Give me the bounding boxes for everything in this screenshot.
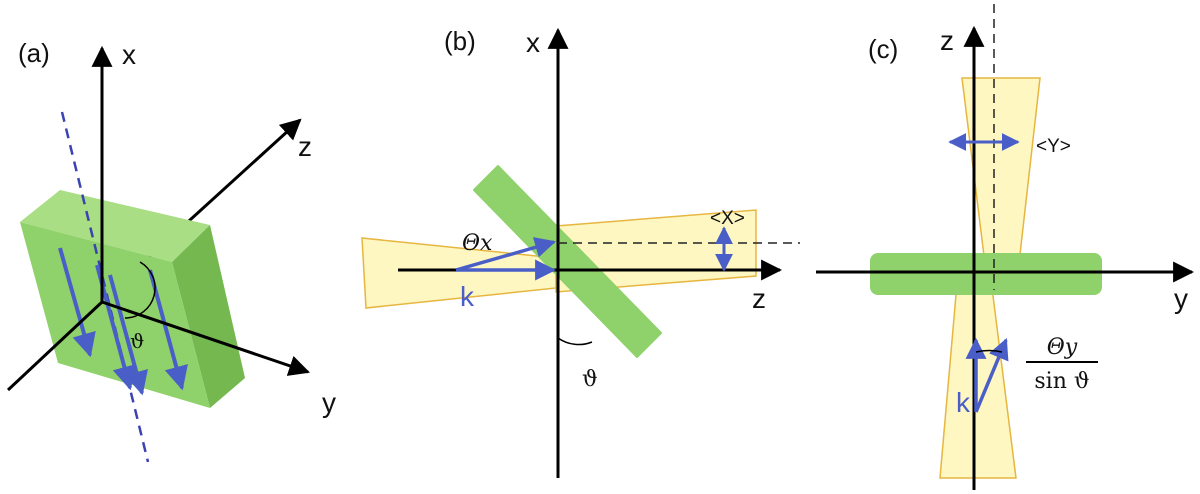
angle-label-b: ϑ: [582, 367, 598, 392]
wavevector-label-b: k: [460, 281, 475, 312]
fraction-numerator: Θy: [1047, 335, 1078, 360]
offset-label-b: <X>: [710, 208, 745, 229]
panel-b-tag: (b): [444, 26, 476, 56]
panel-b: (b) x z Θx k <X> ϑ: [361, 26, 800, 478]
crystal-top-face: [20, 190, 210, 262]
deflected-vector-b: [455, 237, 557, 272]
rotation-dashed-line-a: [60, 111, 150, 463]
crystal-slab-b: [473, 165, 662, 358]
panel-a-tag: (a): [18, 38, 50, 68]
fraction-denominator: sin ϑ: [1034, 369, 1089, 394]
fraction-theta-over-sin: Θy sin ϑ: [1026, 335, 1098, 394]
axis-y-label-a: y: [322, 387, 336, 418]
crystal-side-face: [172, 225, 245, 408]
crystal-bar-c: [870, 253, 1102, 295]
axis-y-label-c: y: [1174, 283, 1188, 314]
axis-z-label-c: z: [940, 25, 954, 56]
axis-z-label-a: z: [298, 131, 312, 162]
angle-arc-a: [124, 261, 156, 319]
axis-negative-z-a: [6, 300, 104, 392]
panel-c-tag: (c): [868, 34, 898, 64]
axis-z-label-b: z: [752, 283, 766, 314]
panel-c: (c) z y <Y> k Θy sin ϑ: [816, 4, 1195, 490]
angle-label-a: ϑ: [130, 329, 144, 353]
panel-a: (a) x z y ϑ: [6, 38, 336, 463]
crystal-block-a: [20, 190, 245, 408]
offset-label-c: <Y>: [1036, 136, 1071, 157]
blue-arrow: [58, 247, 96, 358]
wavevector-label-c: k: [956, 387, 971, 418]
angle-arc-c: [975, 349, 1003, 353]
axis-y-a: [101, 300, 310, 376]
axis-x-label-a: x: [122, 39, 136, 70]
axis-x-label-b: x: [526, 27, 540, 58]
blue-arrow: [108, 274, 148, 396]
divergence-label-b: Θx: [462, 231, 493, 256]
angle-arc-b: [557, 337, 593, 346]
lower-beam-c: [939, 271, 1017, 479]
